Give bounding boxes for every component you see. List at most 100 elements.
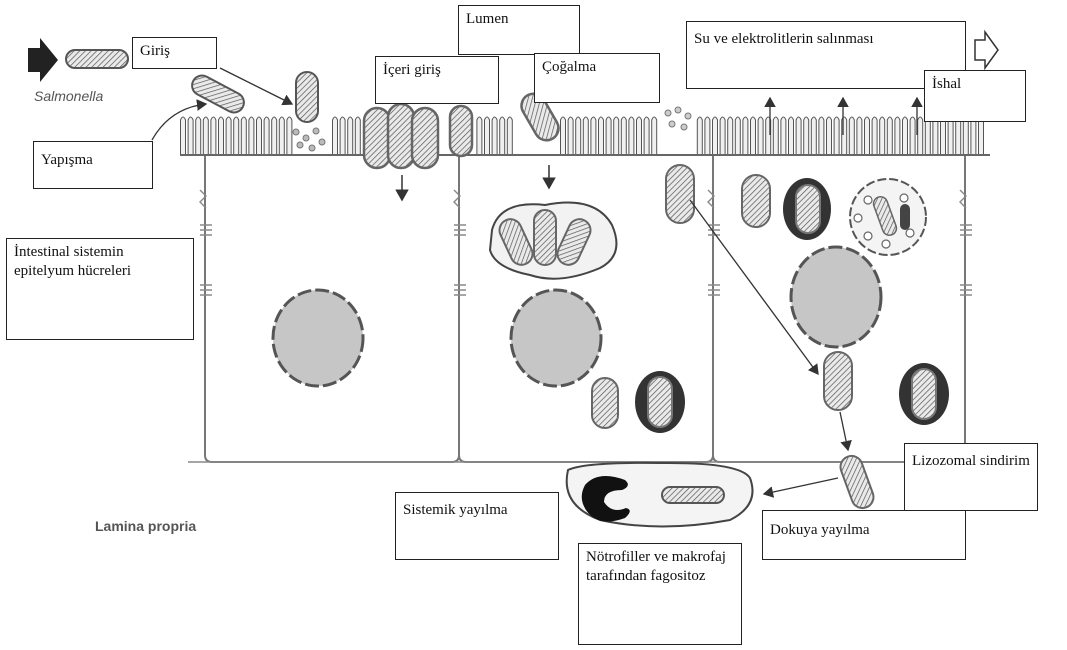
microvillus bbox=[713, 117, 718, 155]
engulfed-bacterium bbox=[662, 487, 724, 503]
microvillus bbox=[781, 117, 786, 155]
microvillus bbox=[705, 117, 710, 155]
microvillus bbox=[492, 117, 497, 155]
salmonella-bacterium bbox=[66, 50, 128, 68]
microvillus bbox=[203, 117, 208, 155]
salmonella-vacuole bbox=[490, 203, 616, 279]
microvillus bbox=[880, 117, 885, 155]
microvillus bbox=[568, 117, 573, 155]
microvillus bbox=[956, 117, 961, 155]
lamina-propria-label: Lamina propria bbox=[95, 518, 196, 534]
microvillus bbox=[819, 117, 824, 155]
microvillus bbox=[561, 117, 566, 155]
microvillus bbox=[599, 117, 604, 155]
microvillus bbox=[500, 117, 505, 155]
microvillus bbox=[697, 117, 702, 155]
microvillus bbox=[477, 117, 482, 155]
label-dokuya: Dokuya yayılma bbox=[762, 510, 966, 560]
microvillus bbox=[834, 117, 839, 155]
microvillus bbox=[485, 117, 490, 155]
nucleus-middle bbox=[511, 290, 601, 386]
microvillus bbox=[196, 117, 201, 155]
bacterium-right-top bbox=[666, 165, 694, 223]
phagosome-dark-right bbox=[783, 178, 831, 240]
microvillus bbox=[507, 117, 512, 155]
label-intestinal: İntestinal sistemin epitelyum hücreleri bbox=[6, 238, 194, 340]
microvillus bbox=[340, 117, 345, 155]
microvillus bbox=[264, 117, 269, 155]
macrophage bbox=[567, 463, 753, 527]
microvillus bbox=[751, 117, 756, 155]
arrow-to-tissue bbox=[840, 412, 848, 450]
microvillus bbox=[872, 117, 877, 155]
phagosome-dark-mid bbox=[635, 371, 685, 433]
bacterium-entering bbox=[296, 72, 318, 122]
microvillus bbox=[895, 117, 900, 155]
salmonella-arrow-icon bbox=[28, 38, 58, 82]
microvillus bbox=[591, 117, 596, 155]
microvillus bbox=[272, 117, 277, 155]
label-ishal: İshal bbox=[924, 70, 1026, 122]
microvillus bbox=[941, 117, 946, 155]
microvillus bbox=[827, 117, 832, 155]
microvillus bbox=[720, 117, 725, 155]
label-giris: Giriş bbox=[132, 37, 217, 69]
microvillus bbox=[773, 117, 778, 155]
microvillus bbox=[758, 117, 763, 155]
bacterium-mid-cell bbox=[592, 378, 618, 428]
microvillus bbox=[963, 117, 968, 155]
microvillus bbox=[979, 117, 984, 155]
microvillus bbox=[219, 117, 224, 155]
microvillus bbox=[637, 117, 642, 155]
microvillus bbox=[865, 117, 870, 155]
microvillus bbox=[181, 117, 186, 155]
microvillus bbox=[333, 117, 338, 155]
bacterium-transcytosis bbox=[824, 352, 852, 410]
bacterium-attaching bbox=[189, 72, 248, 116]
microvillus bbox=[249, 117, 254, 155]
microvillus bbox=[925, 117, 930, 155]
microvillus bbox=[348, 117, 353, 155]
microvillus bbox=[644, 117, 649, 155]
ruffle-dots bbox=[293, 128, 325, 151]
arrow-to-macrophage bbox=[764, 478, 838, 494]
right-apex-dots bbox=[665, 107, 691, 130]
microvillus bbox=[241, 117, 246, 155]
phagosome-dark-right-low bbox=[899, 363, 949, 425]
microvillus bbox=[933, 117, 938, 155]
nucleus-right bbox=[791, 247, 881, 347]
microvillus bbox=[188, 117, 193, 155]
microvillus bbox=[257, 117, 262, 155]
microvillus bbox=[279, 117, 284, 155]
microvillus bbox=[576, 117, 581, 155]
label-lizozomal: Lizozomal sindirim bbox=[904, 443, 1038, 511]
microvillus bbox=[583, 117, 588, 155]
microvillus bbox=[355, 117, 360, 155]
microvillus bbox=[211, 117, 216, 155]
nucleus-left bbox=[273, 290, 363, 386]
microvillus bbox=[728, 117, 733, 155]
bacterium-right-2 bbox=[742, 175, 770, 227]
microvillus bbox=[652, 117, 657, 155]
microvillus bbox=[948, 117, 953, 155]
label-cogalma: Çoğalma bbox=[534, 53, 660, 103]
microvillus bbox=[226, 117, 231, 155]
label-notrofiller: Nötrofiller ve makrofaj tarafından fagos… bbox=[578, 543, 742, 645]
microvillus bbox=[811, 117, 816, 155]
microvillus bbox=[743, 117, 748, 155]
microvillus bbox=[287, 117, 292, 155]
lysosome-vesicle bbox=[850, 179, 926, 255]
microvillus bbox=[857, 117, 862, 155]
microvillus bbox=[621, 117, 626, 155]
microvillus bbox=[804, 117, 809, 155]
label-yapisma: Yapışma bbox=[33, 141, 153, 189]
microvillus bbox=[735, 117, 740, 155]
salmonella-label: Salmonella bbox=[34, 88, 103, 104]
microvillus bbox=[606, 117, 611, 155]
microvillus bbox=[918, 117, 923, 155]
label-iceri-giris: İçeri giriş bbox=[375, 56, 499, 104]
microvillus bbox=[629, 117, 634, 155]
microvillus bbox=[887, 117, 892, 155]
diarrhea-arrow-icon bbox=[975, 32, 998, 68]
